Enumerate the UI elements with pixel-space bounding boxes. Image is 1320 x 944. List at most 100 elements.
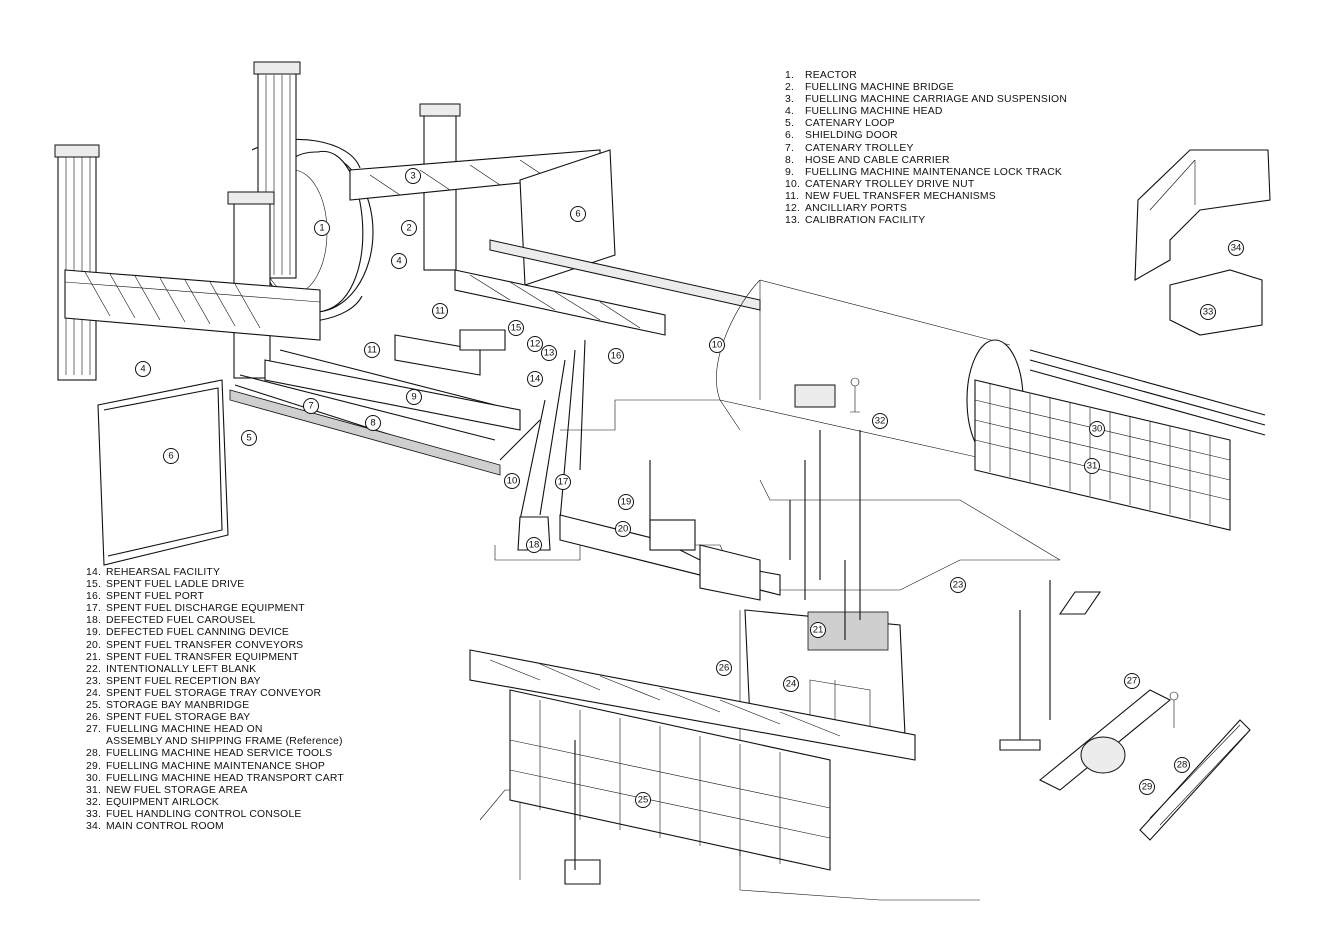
legend-item: 27.FUELLING MACHINE HEAD ON bbox=[86, 724, 344, 736]
callout-16: 16 bbox=[608, 348, 624, 364]
callout-14: 14 bbox=[527, 371, 543, 387]
legend-item-label: FUELLING MACHINE BRIDGE bbox=[805, 82, 954, 94]
legend-item: 2. FUELLING MACHINE BRIDGE bbox=[785, 82, 1067, 94]
svg-text:18: 18 bbox=[529, 540, 540, 551]
svg-text:5: 5 bbox=[246, 433, 251, 444]
legend-item-label: CATENARY TROLLEY DRIVE NUT bbox=[805, 178, 975, 190]
legend-item-label: SPENT FUEL PORT bbox=[106, 591, 205, 603]
legend-item-label: STORAGE BAY MANBRIDGE bbox=[106, 700, 250, 712]
legend-item-number: 31. bbox=[86, 784, 102, 796]
legend-item-label: FUELLING MACHINE HEAD TRANSPORT CART bbox=[106, 772, 344, 784]
legend-item-number bbox=[86, 736, 106, 748]
callout-10b: 10 bbox=[504, 473, 520, 489]
legend-item-label: SPENT FUEL STORAGE BAY bbox=[106, 712, 251, 724]
callout-33: 33 bbox=[1200, 304, 1216, 320]
legend-item: 22.INTENTIONALLY LEFT BLANK bbox=[86, 664, 344, 676]
discharge-equipment-drawing bbox=[394, 329, 861, 640]
legend-item: 34.MAIN CONTROL ROOM bbox=[86, 821, 344, 833]
maintenance-lock-track-drawing bbox=[229, 239, 761, 476]
legend-item-number: 17. bbox=[86, 603, 102, 615]
callout-6b: 6 bbox=[570, 206, 586, 222]
callout-17: 17 bbox=[555, 474, 571, 490]
svg-text:27: 27 bbox=[1127, 676, 1138, 687]
callout-21: 21 bbox=[810, 622, 826, 638]
legend-item-label: FUELLING MACHINE CARRIAGE AND SUSPENSION bbox=[805, 94, 1068, 106]
legend-item: 19.DEFECTED FUEL CANNING DEVICE bbox=[86, 627, 344, 639]
callout-19: 19 bbox=[618, 494, 634, 510]
legend-item-number: 9. bbox=[785, 166, 795, 178]
legend-item-number: 10. bbox=[785, 178, 801, 190]
legend-item-number: 3. bbox=[785, 94, 795, 106]
legend-item-number: 18. bbox=[86, 615, 102, 627]
legend-item-label: SPENT FUEL TRANSFER CONVEYORS bbox=[106, 639, 304, 651]
callout-32: 32 bbox=[872, 413, 888, 429]
shielding-door-drawing bbox=[97, 149, 616, 566]
legend-item-number: 7. bbox=[785, 142, 795, 154]
svg-text:25: 25 bbox=[638, 795, 649, 806]
legend-item-label: FUELLING MACHINE HEAD SERVICE TOOLS bbox=[106, 748, 333, 760]
svg-text:32: 32 bbox=[875, 416, 886, 427]
legend-item-number: 26. bbox=[86, 712, 102, 724]
legend-item: 1. REACTOR bbox=[785, 70, 1067, 82]
spent-fuel-bay-drawing bbox=[469, 609, 916, 885]
svg-text:20: 20 bbox=[618, 524, 629, 535]
bridge-structure-drawing bbox=[54, 61, 601, 381]
legend-item: 32. EQUIPMENT AIRLOCK bbox=[86, 797, 344, 809]
svg-text:17: 17 bbox=[558, 477, 569, 488]
callout-20: 20 bbox=[615, 521, 631, 537]
svg-text:10: 10 bbox=[507, 476, 518, 487]
svg-text:4: 4 bbox=[140, 364, 145, 375]
legend-item-number: 8. bbox=[785, 154, 795, 166]
legend-item-number: 2. bbox=[785, 82, 795, 94]
legend-item-label: SPENT FUEL RECEPTION BAY bbox=[106, 675, 261, 687]
callout-24: 24 bbox=[783, 676, 799, 692]
legend-item: 11.NEW FUEL TRANSFER MECHANISMS bbox=[785, 191, 1067, 203]
legend-item-label: DEFECTED FUEL CANNING DEVICE bbox=[106, 627, 290, 639]
legend-item-number: 27. bbox=[86, 724, 102, 736]
legend-item-label: NEW FUEL TRANSFER MECHANISMS bbox=[805, 190, 996, 202]
legend-item-number: 23. bbox=[86, 675, 102, 687]
legend-item: 6.SHIELDING DOOR bbox=[785, 130, 1067, 142]
legend-item-label: SPENT FUEL LADLE DRIVE bbox=[106, 579, 245, 591]
legend-item: 31. NEW FUEL STORAGE AREA bbox=[86, 785, 344, 797]
callout-12: 12 bbox=[527, 336, 543, 352]
legend-item-number: 14. bbox=[86, 567, 102, 578]
legend-item-label: REACTOR bbox=[805, 70, 858, 81]
legend-item-number: 33. bbox=[86, 808, 102, 820]
legend-item: 14.REHEARSAL FACILITY bbox=[86, 567, 344, 579]
legend-item-number: 22. bbox=[86, 663, 102, 675]
legend-item-label: EQUIPMENT AIRLOCK bbox=[106, 796, 219, 808]
legend-item-number: 20. bbox=[86, 639, 102, 651]
svg-text:23: 23 bbox=[953, 580, 964, 591]
callout-30: 30 bbox=[1089, 421, 1105, 437]
legend-item: 26. SPENT FUEL STORAGE BAY bbox=[86, 712, 344, 724]
legend-item-number: 6. bbox=[785, 130, 795, 142]
svg-text:29: 29 bbox=[1142, 782, 1153, 793]
legend-item-number: 12. bbox=[785, 203, 801, 215]
legend-item-number: 24. bbox=[86, 687, 102, 699]
legend-item: 23. SPENT FUEL RECEPTION BAY bbox=[86, 676, 344, 688]
legend-item-label: FUEL HANDLING CONTROL CONSOLE bbox=[106, 808, 302, 820]
legend-item-label: SPENT FUEL STORAGE TRAY CONVEYOR bbox=[106, 687, 322, 699]
svg-text:30: 30 bbox=[1092, 424, 1103, 435]
legend-item: 33. FUEL HANDLING CONTROL CONSOLE bbox=[86, 809, 344, 821]
callout-27: 27 bbox=[1124, 673, 1140, 689]
legend-item: 25. STORAGE BAY MANBRIDGE bbox=[86, 700, 344, 712]
callout-9: 9 bbox=[406, 389, 422, 405]
legend-item-label: MAIN CONTROL ROOM bbox=[106, 820, 224, 832]
legend-item-label: FUELLING MACHINE HEAD bbox=[805, 106, 943, 118]
legend-item-number: 32. bbox=[86, 796, 102, 808]
legend-item-number: 1. bbox=[785, 70, 795, 81]
svg-text:16: 16 bbox=[611, 351, 622, 362]
svg-text:19: 19 bbox=[621, 497, 632, 508]
legend-item-label: NEW FUEL STORAGE AREA bbox=[106, 784, 248, 796]
callout-28: 28 bbox=[1174, 757, 1190, 773]
legend-item-number: 13. bbox=[785, 215, 801, 227]
legend-item: ASSEMBLY AND SHIPPING FRAME (Reference) bbox=[86, 736, 344, 748]
callout-2: 2 bbox=[401, 220, 417, 236]
legend-item-label: DEFECTED FUEL CAROUSEL bbox=[106, 615, 256, 627]
legend-item: 5.CATENARY LOOP bbox=[785, 118, 1067, 130]
legend-item: 18. DEFECTED FUEL CAROUSEL bbox=[86, 615, 344, 627]
legend-item-number: 25. bbox=[86, 700, 102, 712]
